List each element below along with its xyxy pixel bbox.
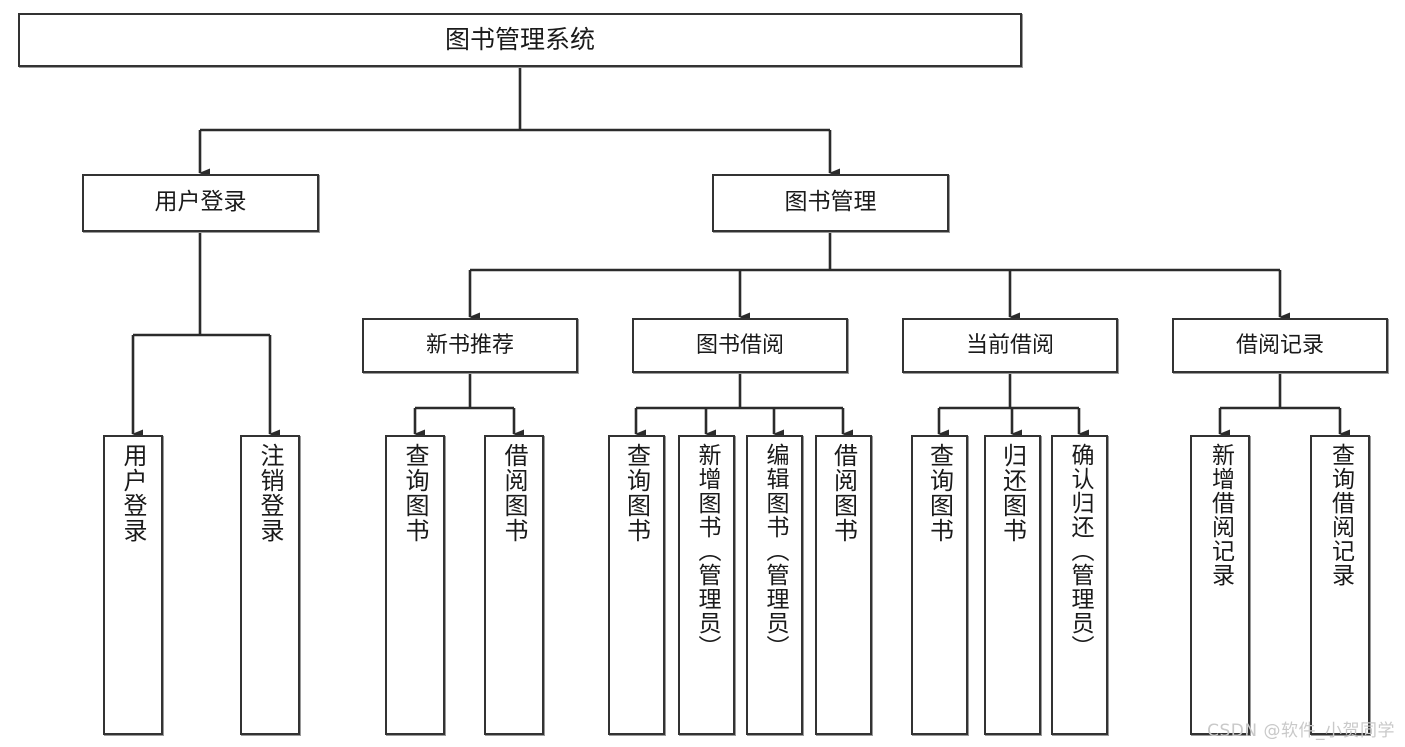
- node-book-manage-label: 图书管理: [784, 189, 877, 216]
- leaf-node-confirm-return-admin[interactable]: 确认归还（管理员）: [1051, 435, 1108, 735]
- node-book-borrow[interactable]: 图书借阅: [632, 318, 848, 373]
- node-new-book-recommend-label: 新书推荐: [425, 332, 514, 358]
- leaf-node-label: 查询图书: [622, 443, 651, 543]
- leaf-node-borrow-book-action[interactable]: 借阅图书: [815, 435, 872, 735]
- leaf-node-label: 查询图书: [925, 443, 954, 543]
- leaf-node-label: 新增图书（管理员）: [694, 443, 720, 659]
- node-book-manage[interactable]: 图书管理: [712, 174, 949, 232]
- connector-lines: [131, 67, 1350, 439]
- leaf-node-user-login-action[interactable]: 用户登录: [103, 435, 163, 735]
- leaf-node-label: 借阅图书: [829, 443, 858, 543]
- leaf-node-query-book-recommend[interactable]: 查询图书: [385, 435, 445, 735]
- leaf-node-label: 编辑图书（管理员）: [762, 443, 788, 659]
- node-root-label: 图书管理系统: [444, 25, 595, 55]
- node-new-book-recommend[interactable]: 新书推荐: [362, 318, 578, 373]
- csdn-watermark: CSDN @软件_小贺同学: [1207, 721, 1395, 741]
- leaf-node-query-book-borrow[interactable]: 查询图书: [608, 435, 665, 735]
- leaf-node-add-book-admin[interactable]: 新增图书（管理员）: [678, 435, 735, 735]
- leaf-node-label: 查询借阅记录: [1327, 443, 1354, 587]
- leaf-node-return-book[interactable]: 归还图书: [984, 435, 1041, 735]
- node-current-borrow[interactable]: 当前借阅: [902, 318, 1118, 373]
- node-book-borrow-label: 图书借阅: [695, 332, 784, 358]
- node-root[interactable]: 图书管理系统: [18, 13, 1022, 67]
- leaf-node-user-logout-action[interactable]: 注销登录: [240, 435, 300, 735]
- leaf-node-borrow-book-recommend[interactable]: 借阅图书: [484, 435, 544, 735]
- leaf-node-label: 新增借阅记录: [1207, 443, 1234, 587]
- leaf-node-query-book-current[interactable]: 查询图书: [911, 435, 968, 735]
- leaf-node-label: 借阅图书: [500, 443, 528, 543]
- node-borrow-record-label: 借阅记录: [1235, 332, 1324, 358]
- leaf-node-label: 查询图书: [401, 443, 429, 543]
- node-current-borrow-label: 当前借阅: [965, 332, 1054, 358]
- leaf-node-query-borrow-record[interactable]: 查询借阅记录: [1310, 435, 1370, 735]
- leaf-node-label: 注销登录: [256, 443, 284, 543]
- leaf-node-label: 归还图书: [998, 443, 1027, 543]
- leaf-node-label: 确认归还（管理员）: [1067, 443, 1093, 659]
- node-user-login[interactable]: 用户登录: [82, 174, 319, 232]
- leaf-node-label: 用户登录: [119, 443, 147, 543]
- node-user-login-label: 用户登录: [154, 189, 247, 216]
- leaf-node-add-borrow-record[interactable]: 新增借阅记录: [1190, 435, 1250, 735]
- leaf-node-edit-book-admin[interactable]: 编辑图书（管理员）: [746, 435, 803, 735]
- node-borrow-record[interactable]: 借阅记录: [1172, 318, 1388, 373]
